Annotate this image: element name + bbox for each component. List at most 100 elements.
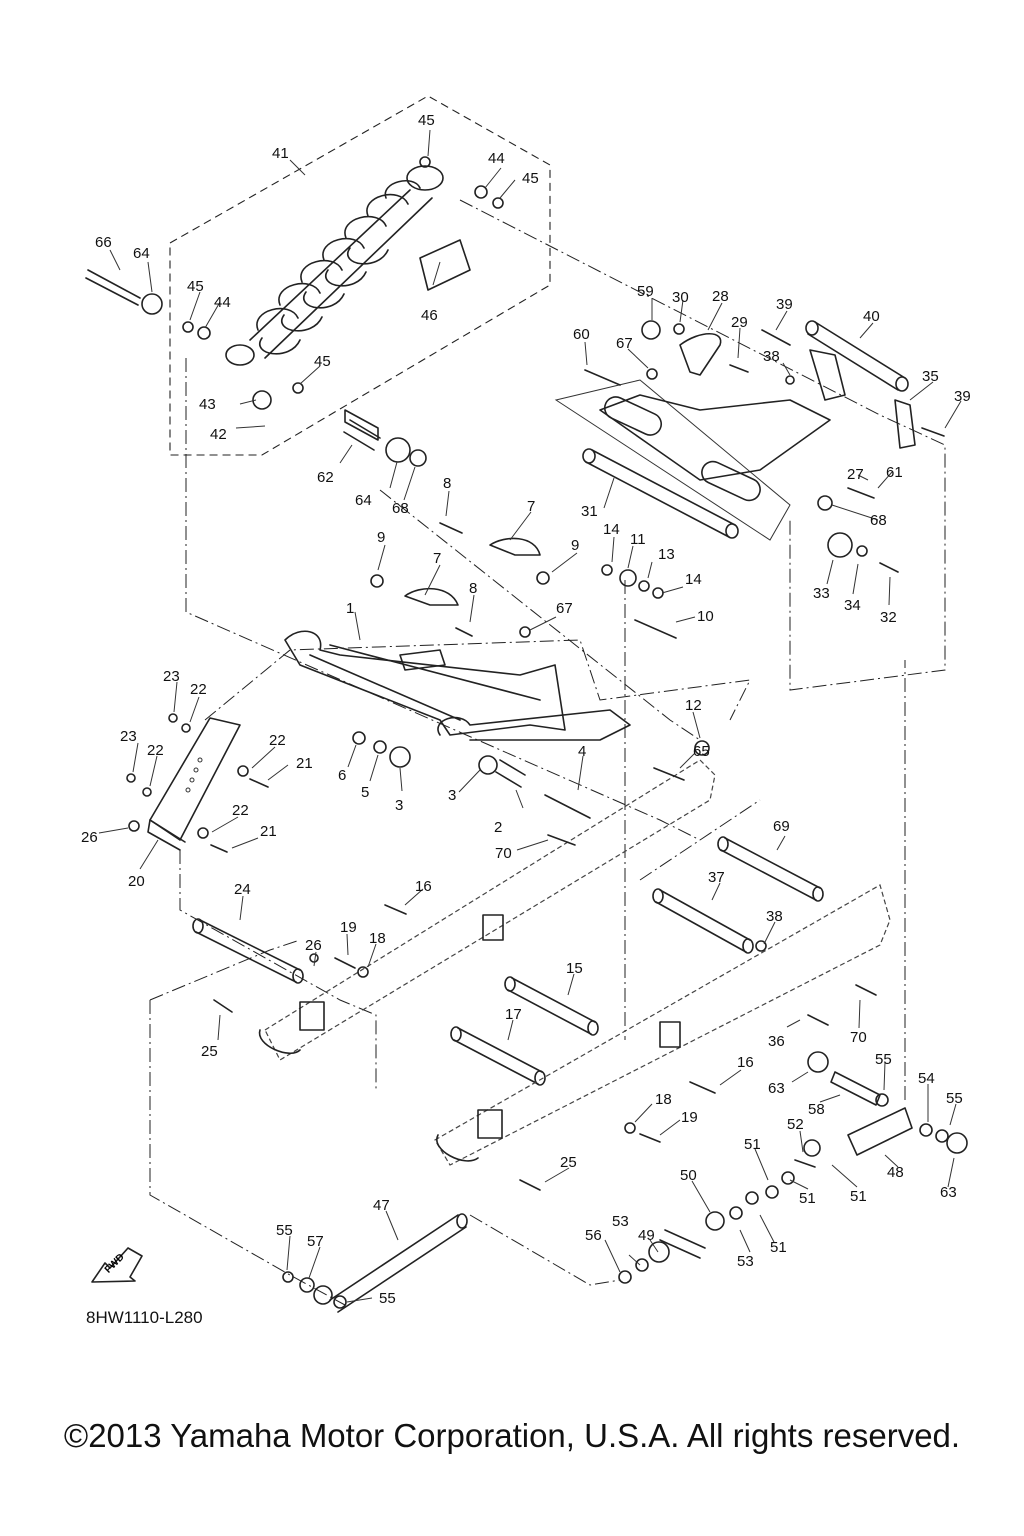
callout-3: 3 bbox=[395, 797, 403, 814]
callout-5: 5 bbox=[361, 784, 369, 801]
callout-56: 56 bbox=[585, 1227, 602, 1244]
callout-14: 14 bbox=[603, 521, 620, 538]
leader-lines bbox=[98, 129, 962, 1303]
callout-37: 37 bbox=[708, 869, 725, 886]
callout-70: 70 bbox=[495, 845, 512, 862]
callout-67: 67 bbox=[556, 600, 573, 617]
callout-28: 28 bbox=[712, 288, 729, 305]
callout-13: 13 bbox=[658, 546, 675, 563]
front-link bbox=[147, 717, 241, 851]
callout-53: 53 bbox=[612, 1213, 629, 1230]
callout-34: 34 bbox=[844, 597, 861, 614]
callout-25: 25 bbox=[201, 1043, 218, 1060]
callout-45: 45 bbox=[418, 112, 435, 129]
copyright-notice: ©2013 Yamaha Motor Corporation, U.S.A. A… bbox=[63, 1417, 961, 1454]
callout-33: 33 bbox=[813, 585, 830, 602]
callout-54: 54 bbox=[918, 1070, 935, 1087]
callout-63: 63 bbox=[768, 1080, 785, 1097]
callout-9: 9 bbox=[377, 529, 385, 546]
callout-59: 59 bbox=[637, 283, 654, 300]
callout-26: 26 bbox=[305, 937, 322, 954]
callout-26: 26 bbox=[81, 829, 98, 846]
callout-15: 15 bbox=[566, 960, 583, 977]
callout-51: 51 bbox=[770, 1239, 787, 1256]
callout-19: 19 bbox=[340, 919, 357, 936]
callout-35: 35 bbox=[922, 368, 939, 385]
callout-23: 23 bbox=[163, 668, 180, 685]
callout-38: 38 bbox=[766, 908, 783, 925]
callout-24: 24 bbox=[234, 881, 251, 898]
callout-22: 22 bbox=[269, 732, 286, 749]
callout-16: 16 bbox=[415, 878, 432, 895]
shock-absorber bbox=[225, 165, 471, 366]
callout-labels: 1 2 3 3 4 5 6 7 7 8 8 9 9 10 11 12 13 14… bbox=[81, 112, 971, 1307]
hardware bbox=[85, 156, 968, 1309]
callout-21: 21 bbox=[296, 755, 313, 772]
callout-10: 10 bbox=[697, 608, 714, 625]
callout-68: 68 bbox=[392, 500, 409, 517]
callout-61: 61 bbox=[886, 464, 903, 481]
fwd-arrow: FWD bbox=[91, 1247, 143, 1283]
callout-41: 41 bbox=[272, 145, 289, 162]
callout-48: 48 bbox=[887, 1164, 904, 1181]
callout-55: 55 bbox=[276, 1222, 293, 1239]
callout-55: 55 bbox=[379, 1290, 396, 1307]
callout-18: 18 bbox=[369, 930, 386, 947]
callout-40: 40 bbox=[863, 308, 880, 325]
callout-22: 22 bbox=[190, 681, 207, 698]
callout-53: 53 bbox=[737, 1253, 754, 1270]
slide-rails bbox=[258, 759, 891, 1166]
callout-7: 7 bbox=[527, 498, 535, 515]
callout-49: 49 bbox=[638, 1227, 655, 1244]
rear-arm-group-outline bbox=[554, 379, 791, 541]
callout-8: 8 bbox=[469, 580, 477, 597]
callout-47: 47 bbox=[373, 1197, 390, 1214]
callout-55: 55 bbox=[875, 1051, 892, 1068]
callout-69: 69 bbox=[773, 818, 790, 835]
callout-22: 22 bbox=[147, 742, 164, 759]
callout-51: 51 bbox=[799, 1190, 816, 1207]
callout-19: 19 bbox=[681, 1109, 698, 1126]
callout-20: 20 bbox=[128, 873, 145, 890]
callout-2: 2 bbox=[494, 819, 502, 836]
callout-16: 16 bbox=[737, 1054, 754, 1071]
callout-8: 8 bbox=[443, 475, 451, 492]
callout-51: 51 bbox=[744, 1136, 761, 1153]
assembly-lines bbox=[149, 199, 946, 1306]
callout-11: 11 bbox=[630, 531, 646, 548]
callout-7: 7 bbox=[433, 550, 441, 567]
callout-3: 3 bbox=[448, 787, 456, 804]
callout-39: 39 bbox=[776, 296, 793, 313]
callout-63: 63 bbox=[940, 1184, 957, 1201]
callout-18: 18 bbox=[655, 1091, 672, 1108]
callout-55: 55 bbox=[946, 1090, 963, 1107]
callout-45: 45 bbox=[187, 278, 204, 295]
callout-50: 50 bbox=[680, 1167, 697, 1184]
callout-43: 43 bbox=[199, 396, 216, 413]
callout-51: 51 bbox=[850, 1188, 867, 1205]
callout-60: 60 bbox=[573, 326, 590, 343]
callout-25: 25 bbox=[560, 1154, 577, 1171]
callout-45: 45 bbox=[522, 170, 539, 187]
callout-1: 1 bbox=[346, 600, 354, 617]
fwd-label: FWD bbox=[103, 1252, 127, 1276]
callout-38: 38 bbox=[763, 348, 780, 365]
callout-29: 29 bbox=[731, 314, 748, 331]
callout-44: 44 bbox=[214, 294, 231, 311]
callout-12: 12 bbox=[685, 697, 702, 714]
callout-31: 31 bbox=[581, 503, 598, 520]
callout-64: 64 bbox=[133, 245, 150, 262]
callout-52: 52 bbox=[787, 1116, 804, 1133]
callout-17: 17 bbox=[505, 1006, 522, 1023]
callout-67: 67 bbox=[616, 335, 633, 352]
callout-27: 27 bbox=[847, 466, 864, 483]
callout-39: 39 bbox=[954, 388, 971, 405]
callout-22: 22 bbox=[232, 802, 249, 819]
diagram-code: 8HW1110-L280 bbox=[86, 1308, 203, 1327]
callout-42: 42 bbox=[210, 426, 227, 443]
callout-23: 23 bbox=[120, 728, 137, 745]
callout-68: 68 bbox=[870, 512, 887, 529]
callout-44: 44 bbox=[488, 150, 505, 167]
rear-arm bbox=[599, 333, 916, 502]
